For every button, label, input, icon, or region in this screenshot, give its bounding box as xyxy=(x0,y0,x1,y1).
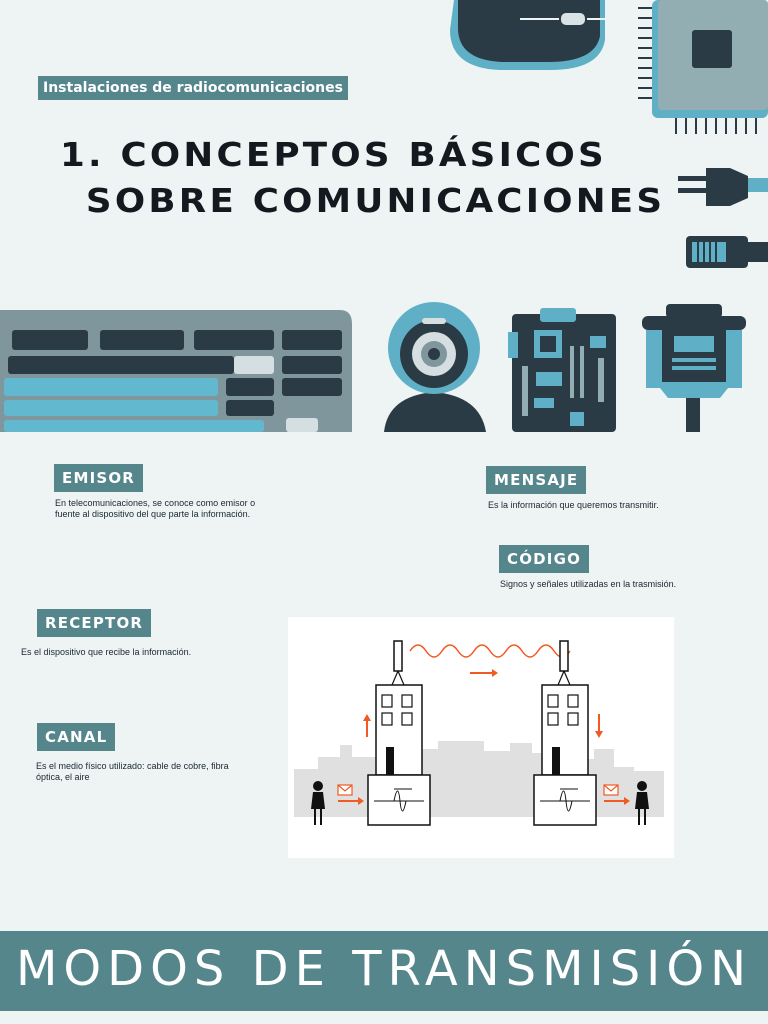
receptor-description: Es el dispositivo que recibe la informac… xyxy=(21,647,192,657)
page-title-line-2: SOBRE COMUNICACIONES xyxy=(85,181,666,220)
footer-title: MODOS DE TRANSMISIÓN xyxy=(15,941,753,997)
envelope-icon xyxy=(337,784,353,796)
ethernet-connector-icon xyxy=(686,236,768,268)
arrow-right-icon xyxy=(338,797,364,805)
mensaje-label: MENSAJE xyxy=(486,466,587,494)
radio-wave xyxy=(409,644,571,658)
hardware-illustrations-strip xyxy=(0,302,746,432)
emisor-description: En telecomunicaciones, se conoce como em… xyxy=(55,498,256,519)
receiver-person-icon xyxy=(635,781,649,825)
keyboard-icon xyxy=(0,310,352,432)
vga-connector-icon xyxy=(642,304,746,432)
hardware-illustrations-top xyxy=(450,0,768,268)
arrow-up-icon xyxy=(363,714,371,737)
emisor-label: EMISOR xyxy=(54,464,144,492)
canal-label: CANAL xyxy=(37,723,116,751)
envelope-icon xyxy=(603,784,619,796)
arrow-down-icon xyxy=(595,714,603,738)
footer-band xyxy=(0,931,768,1011)
page-title-line-1: 1. CONCEPTOS BÁSICOS xyxy=(60,135,607,174)
receptor-label: RECEPTOR xyxy=(37,609,152,637)
codigo-description: Signos y señales utilizadas en la trasmi… xyxy=(500,579,677,589)
course-subtitle: Instalaciones de radiocomunicaciones xyxy=(38,76,348,100)
sender-person-icon xyxy=(311,781,325,825)
transmission-diagram xyxy=(288,617,674,858)
receiver-station xyxy=(533,640,597,826)
power-plug-icon xyxy=(678,168,768,206)
arrow-right-icon xyxy=(604,797,630,805)
mouse-icon xyxy=(450,0,610,70)
codigo-label: CÓDIGO xyxy=(499,545,590,573)
bottom-strip xyxy=(0,1011,768,1024)
chip-icon xyxy=(638,0,768,134)
page-title: 1. CONCEPTOS BÁSICOS SOBRE COMUNICACIONE… xyxy=(60,132,665,224)
arrow-right-icon xyxy=(470,669,498,677)
motherboard-icon xyxy=(508,308,616,432)
webcam-icon xyxy=(384,302,486,432)
mensaje-description: Es la información que queremos transmiti… xyxy=(488,500,659,510)
city-skyline xyxy=(294,741,664,817)
emitter-station xyxy=(367,640,431,826)
canal-description: Es el medio físico utilizado: cable de c… xyxy=(36,761,229,782)
